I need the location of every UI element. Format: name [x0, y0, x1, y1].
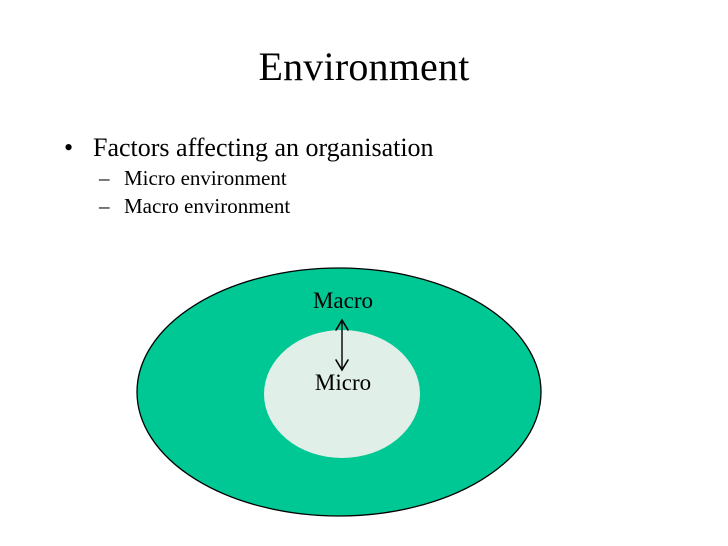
dash-marker-icon: –: [99, 194, 110, 218]
list-item: – Micro environment: [52, 164, 652, 192]
micro-label: Micro: [314, 370, 372, 395]
dash-marker-icon: –: [99, 166, 110, 190]
list-item: – Macro environment: [52, 192, 652, 220]
list-item-label: Factors affecting an organisation: [93, 133, 434, 162]
environment-diagram: Macro Micro: [130, 260, 550, 528]
list-item-label: Micro environment: [124, 166, 287, 190]
double-headed-arrow-icon: [335, 318, 349, 372]
bullet-marker-icon: •: [64, 133, 74, 162]
macro-label: Macro: [312, 288, 374, 313]
list-item-label: Macro environment: [124, 194, 291, 218]
micro-ellipse: [264, 330, 420, 458]
list-item: • Factors affecting an organisation: [52, 131, 652, 164]
bullet-list: • Factors affecting an organisation – Mi…: [52, 131, 652, 220]
page-title: Environment: [258, 44, 470, 89]
